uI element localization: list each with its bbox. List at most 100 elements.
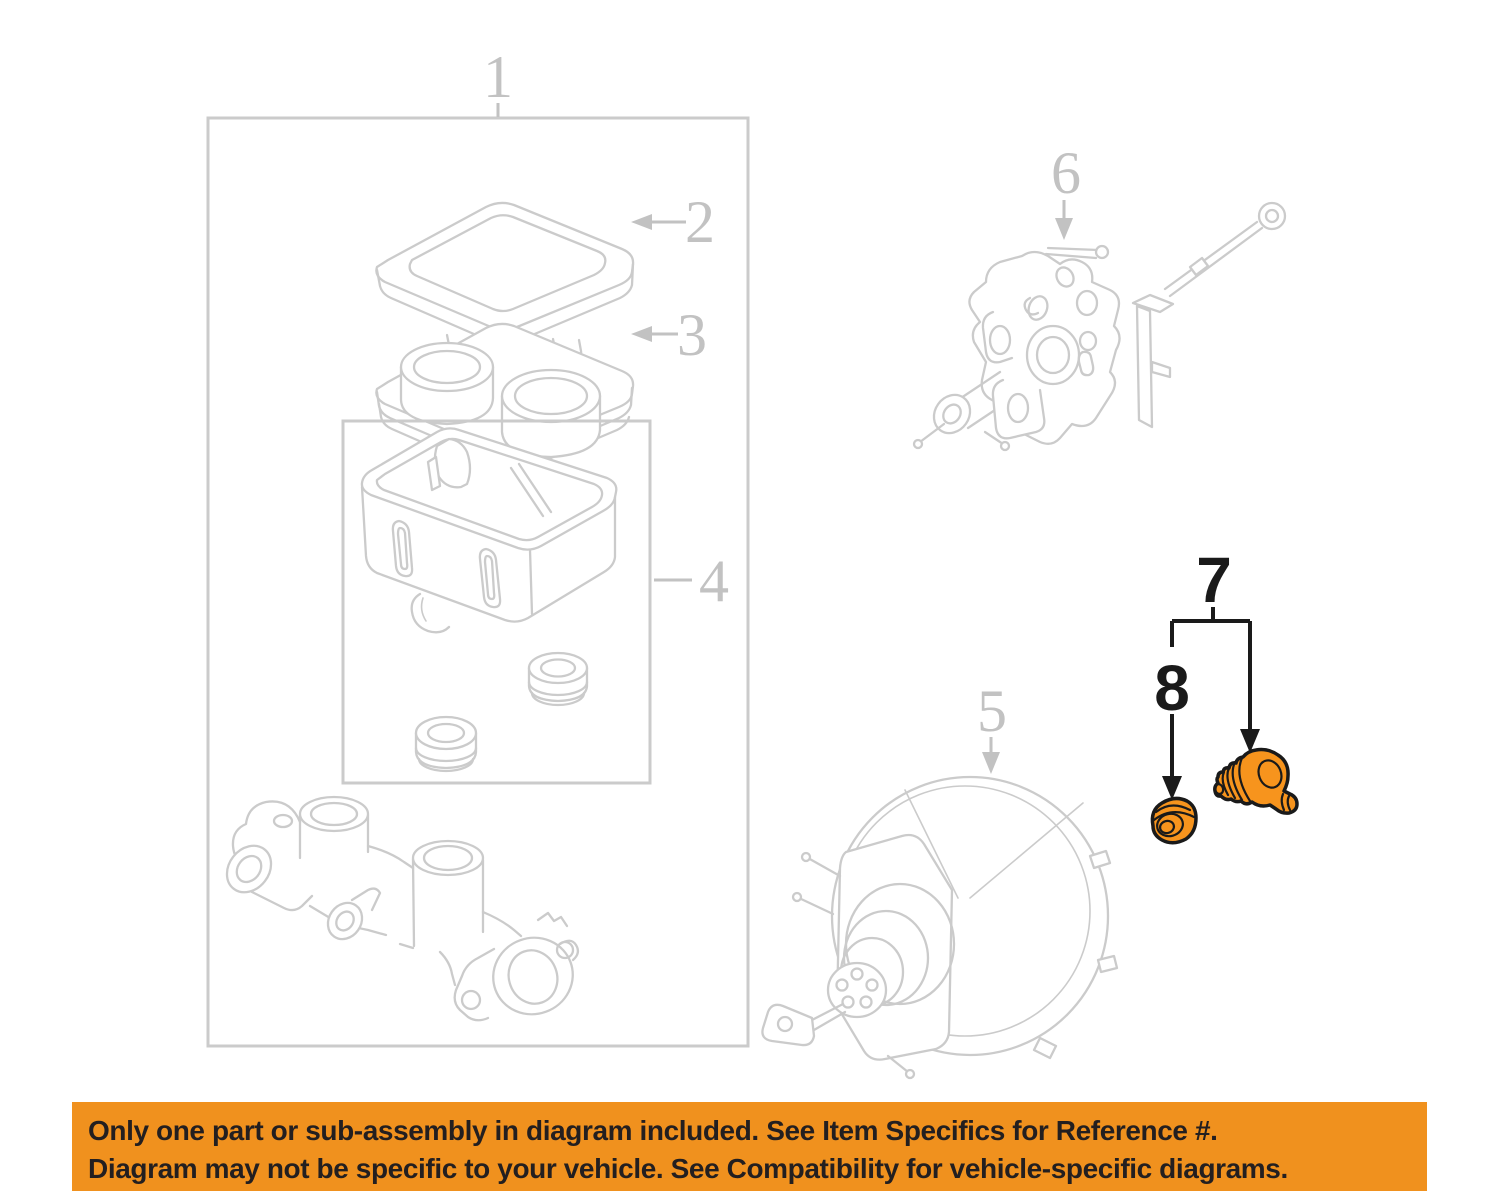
- hb-left-lug: [981, 310, 1014, 364]
- hb-rod-eyelet-hole: [1264, 208, 1280, 224]
- hb-mount-bracket: [1131, 293, 1175, 429]
- tank-rim-inner: [375, 437, 604, 542]
- mc-cylinder-left-bore: [309, 801, 359, 827]
- mc-cylinder-right-walls: [411, 857, 485, 948]
- booster-studs: [797, 856, 910, 1074]
- booster-hub-hole-4: [859, 995, 873, 1009]
- booster-stud-tip-1: [800, 851, 812, 863]
- grommet-lower-top: [414, 715, 478, 751]
- hb-stud-tip-1: [912, 438, 924, 450]
- mc-flange-bore: [507, 949, 559, 1005]
- callout-7: 7: [1196, 544, 1232, 616]
- callout-3: 3: [677, 302, 707, 368]
- hb-rod-collar: [1188, 256, 1210, 277]
- callout-2-arrowhead-icon: [631, 214, 652, 230]
- hb-studs: [918, 422, 1005, 446]
- tank-body-walls: [360, 485, 617, 623]
- hb-left-lug-hole: [988, 324, 1012, 356]
- disclaimer-line-2: Diagram may not be specific to your vehi…: [88, 1153, 1288, 1184]
- hb-cylinder-bore: [942, 403, 962, 425]
- callout-4: 4: [699, 548, 729, 614]
- mc-left-block-hole: [272, 813, 294, 829]
- mc-port-mid-outer: [326, 901, 364, 941]
- grommet-part-rib-1: [1154, 804, 1192, 814]
- tank-spout-detail: [420, 597, 427, 622]
- assembly-box-group: 1: [206, 44, 750, 1048]
- booster-hub-hole-5: [865, 978, 879, 992]
- grommet-upper-hole: [539, 658, 577, 678]
- mc-port-mid-inner: [335, 910, 355, 932]
- tank-rim-outer: [360, 427, 618, 551]
- reservoir-grommet-upper-drawing: [527, 651, 589, 707]
- booster-hub: [826, 961, 888, 1019]
- mc-port-left-outer: [225, 844, 273, 894]
- tank-loop-right-inner: [483, 554, 496, 601]
- callout-6-arrowhead-icon: [1055, 218, 1073, 240]
- hb-lower-plate-hole: [1006, 392, 1030, 424]
- reservoir-kit-box-group: 4: [341, 419, 729, 785]
- cover-inner-panel: [408, 214, 607, 313]
- power-booster-drawing: [761, 775, 1119, 1080]
- booster-hub-hole-3: [841, 995, 855, 1009]
- hb-hole-3: [1078, 330, 1098, 352]
- tank-baffle-clip: [426, 455, 442, 492]
- hb-drum-inner: [1035, 335, 1071, 375]
- mc-cylinder-right-bore: [422, 844, 474, 872]
- mc-port-mid-bracket: [350, 887, 382, 912]
- callout-1: 1: [483, 44, 513, 110]
- booster-clevis-hole: [776, 1015, 794, 1033]
- check-valve-junction-rib: [1238, 756, 1252, 803]
- callout-7-8-bracket: [1170, 607, 1252, 778]
- mc-flange-key-tabs: [536, 911, 569, 928]
- mc-flange-ear-left: [453, 947, 496, 1022]
- hb-drum-outer: [1025, 324, 1081, 386]
- hb-hole-2: [1075, 289, 1099, 317]
- callout-7-arrowhead-icon: [1240, 729, 1260, 753]
- reservoir-inner-box: [341, 419, 652, 785]
- hb-rod: [1163, 220, 1264, 298]
- mc-flange-ear-left-hole: [460, 989, 482, 1011]
- mc-port-left-inner: [235, 854, 263, 884]
- mc-flange-ear-right-hole: [555, 940, 575, 960]
- callout-6: 6: [1051, 140, 1081, 206]
- hydroboost-drawing: [912, 201, 1287, 452]
- check-valve-part-drawing: [1213, 747, 1299, 815]
- reservoir-grommet-lower-drawing: [414, 715, 478, 773]
- check-valve-nipple-ribs: [1280, 792, 1292, 812]
- booster-stud-tip-2: [791, 891, 803, 903]
- grommet-upper-ribs: [527, 680, 589, 707]
- hb-top-arm: [1044, 246, 1100, 260]
- grommet-part-drawing: [1150, 796, 1198, 845]
- hb-hole-1: [1055, 266, 1075, 288]
- callout-8-arrowhead-icon: [1162, 776, 1182, 800]
- callout-2-group: 2: [631, 189, 715, 255]
- booster-hub-hole-2: [835, 978, 849, 992]
- callout-6-group: 6: [1051, 140, 1081, 240]
- callout-8: 8: [1154, 652, 1190, 724]
- grommet-part-ring: [1156, 812, 1184, 838]
- hb-top-arm-pin: [1094, 244, 1110, 260]
- tank-divider: [509, 462, 553, 518]
- hb-stud-tip-2: [999, 440, 1011, 452]
- callout-7-8-group: 7 8: [1154, 544, 1260, 800]
- gasket-boss-right-rim: [513, 376, 589, 416]
- callout-3-group: 3: [631, 302, 707, 368]
- tank-spout: [410, 592, 451, 634]
- master-cylinder-drawing: [225, 795, 580, 1022]
- callout-5: 5: [977, 678, 1007, 744]
- disclaimer-banner: Only one part or sub-assembly in diagram…: [72, 1102, 1427, 1191]
- grommet-upper-top: [527, 651, 589, 685]
- callout-5-arrowhead-icon: [982, 752, 1000, 774]
- grommet-lower-ribs: [414, 746, 478, 773]
- hb-lower-plate: [991, 378, 1046, 440]
- tank-loop-left-inner: [396, 526, 409, 571]
- check-valve-face-ring: [1257, 759, 1283, 789]
- mc-cylinder-left-walls: [298, 813, 370, 860]
- assembly-outer-box: [206, 116, 750, 1048]
- reservoir-tank-drawing: [360, 427, 618, 634]
- callout-5-group: 5: [977, 678, 1007, 774]
- booster-hub-hole-1: [850, 967, 864, 981]
- check-valve-tip-ring: [1213, 783, 1225, 795]
